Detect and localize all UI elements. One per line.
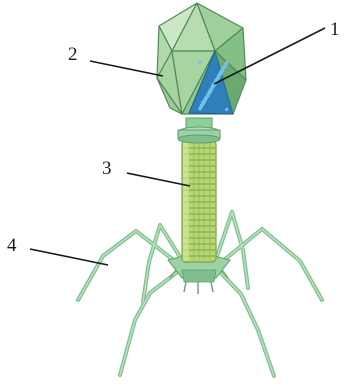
label-2: 2 — [68, 45, 78, 64]
leader-3 — [127, 173, 190, 186]
fiber-left-outer — [78, 231, 180, 300]
leader-4 — [30, 249, 108, 265]
label-1: 1 — [330, 20, 340, 39]
tail-sheath — [182, 140, 216, 262]
leader-2 — [90, 61, 163, 76]
fiber-left-front — [120, 270, 180, 375]
label-3: 3 — [102, 159, 112, 178]
collar — [178, 118, 220, 143]
label-4: 4 — [7, 236, 17, 255]
fiber-right-outer — [218, 229, 322, 300]
